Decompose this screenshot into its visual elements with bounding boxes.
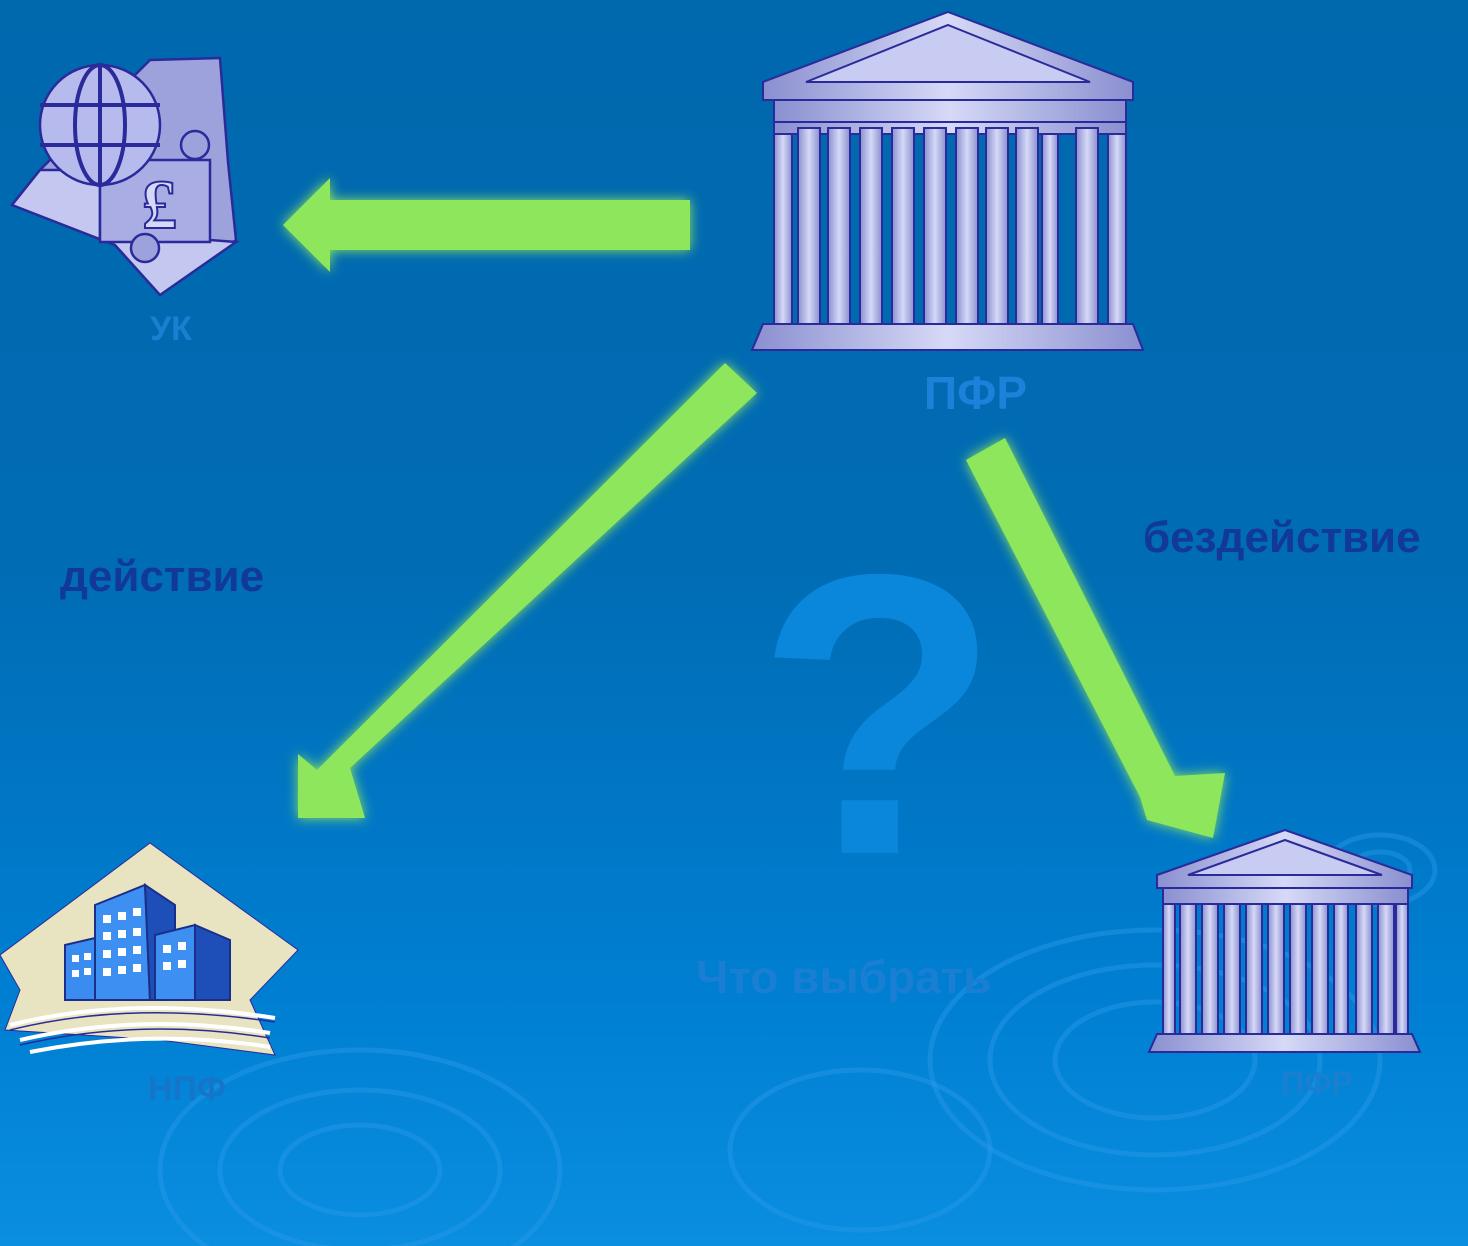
arrow-to-npf — [298, 363, 757, 818]
svg-text:£: £ — [142, 167, 177, 244]
uk-label: УК — [150, 310, 192, 348]
arrow-to-uk — [283, 178, 690, 272]
pfr-top-label: ПФР — [924, 367, 1028, 419]
inaction-label: бездействие — [1143, 513, 1421, 562]
arrow-to-pfr-bottom — [966, 438, 1225, 838]
choice-caption: Что выбрать — [696, 951, 992, 1003]
pfr-bottom-label: ПФР — [1281, 1065, 1353, 1101]
npf-label: НПФ — [148, 1070, 227, 1108]
question-mark: ? — [756, 491, 1001, 938]
action-label: действие — [60, 552, 265, 601]
